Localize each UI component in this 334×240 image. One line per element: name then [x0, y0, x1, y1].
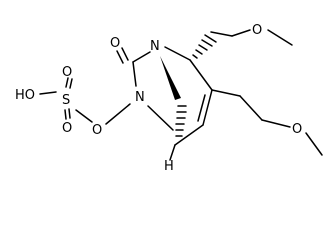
atom-label-o-methoxy-bottom: O	[292, 122, 302, 137]
atom-label-h-stereo: H	[164, 159, 174, 174]
molecule-svg: N O N O S O O HO O O H	[15, 23, 323, 174]
atom-label-hydroxyl: HO	[15, 88, 35, 103]
atom-label-o-nitrogen: O	[92, 123, 102, 138]
hashed-methoxymethyl-bond	[192, 34, 217, 59]
atom-label-o-carbonyl: O	[110, 36, 120, 51]
atom-labels: N O N O S O O HO O O H	[15, 23, 302, 174]
atom-label-o-sulfonyl-bottom: O	[62, 121, 72, 136]
bond-lines	[39, 29, 323, 161]
atom-label-sulfur: S	[62, 93, 70, 108]
atom-label-n-bridge: N	[150, 39, 160, 54]
hashed-wedge-bond	[175, 105, 187, 137]
atom-label-o-methoxy-top: O	[252, 23, 262, 38]
atom-label-o-sulfonyl-top: O	[62, 65, 72, 80]
molecule-structure-diagram: N O N O S O O HO O O H	[15, 23, 323, 174]
atom-label-n-amide: N	[135, 90, 145, 105]
